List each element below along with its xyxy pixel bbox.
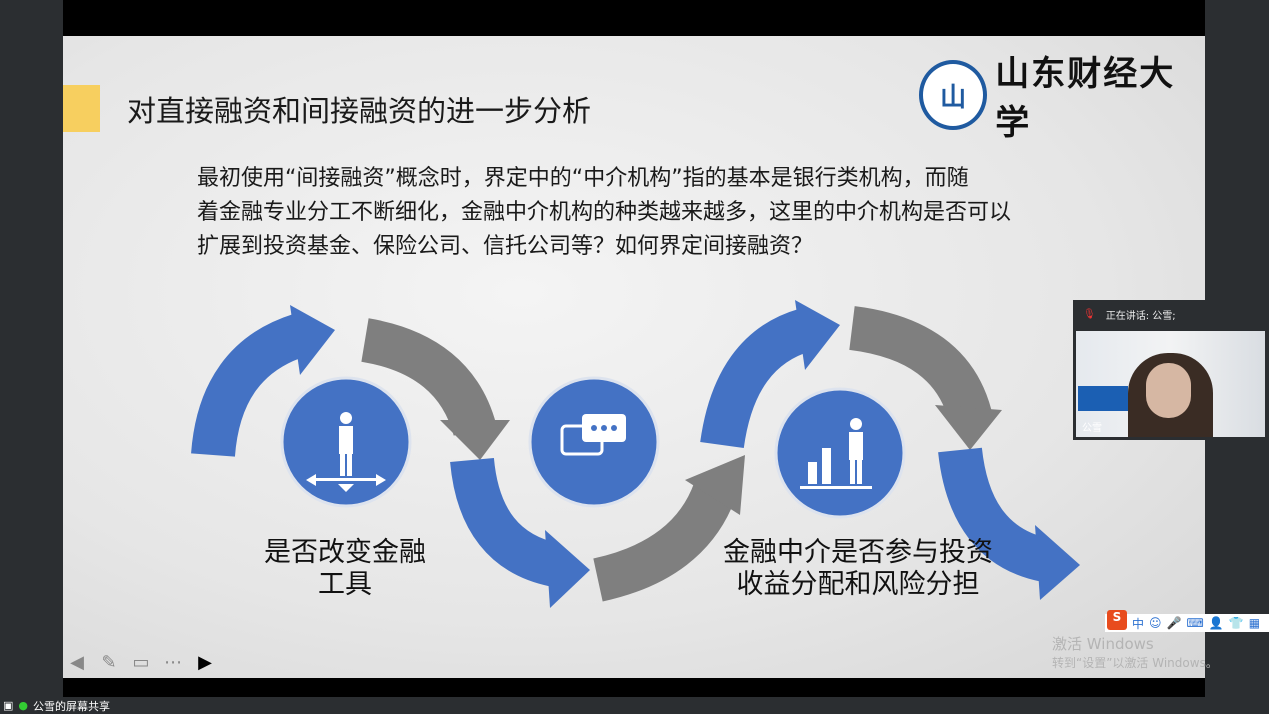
mic-icon: ● [18, 699, 29, 712]
person-growth-chart-icon [800, 418, 872, 489]
video-panel: 🎙 正在讲话: 公雪; 公雪 [1073, 300, 1269, 440]
ime-toolbar: S 中 ☺ 🎤 ⌨ 👤 👕 ▦ [1105, 610, 1269, 632]
cycle-diagram [191, 300, 1080, 608]
gray-arrow-1 [360, 318, 497, 437]
participant-face [1146, 363, 1191, 418]
body-line: 着金融专业分工不断细化，金融中介机构的种类越来越多，这里的中介机构是否可以 [197, 200, 1012, 225]
status-bar: ▣ ● 公雪的屏幕共享 [0, 697, 1269, 714]
label-risk-sharing: 金融中介是否参与投资 收益分配和风险分担 [693, 537, 1023, 601]
label-line: 工具 [318, 569, 372, 600]
blue-arrow-1 [191, 314, 308, 458]
left-panel [0, 0, 63, 697]
slide-title: 对直接融资和间接融资的进一步分析 [127, 94, 592, 128]
watermark-line: 转到“设置”以激活 Windows。 [1052, 656, 1218, 670]
skin-icon[interactable]: 👕 [1228, 616, 1244, 630]
gray-arrowhead-2 [685, 455, 745, 515]
blue-arrow-2 [450, 457, 561, 587]
label-line: 金融中介是否参与投资 [723, 537, 993, 568]
blue-arrowhead-1 [290, 305, 335, 375]
gray-arrowhead-1 [440, 420, 510, 460]
chat-bubbles-icon [560, 414, 626, 456]
blue-arrowhead-4 [1035, 525, 1080, 600]
blue-arrowhead-2 [545, 530, 590, 608]
background-sofa [1078, 386, 1128, 411]
label-change-instrument: 是否改变金融 工具 [245, 537, 445, 601]
next-slide-button[interactable]: ▶ [198, 652, 212, 673]
body-line: 最初使用“间接融资”概念时，界定中的“中介机构”指的基本是银行类机构，而随 [197, 166, 969, 191]
body-line: 扩展到投资基金、保险公司、信托公司等？如何界定间接融资？ [197, 234, 814, 259]
participant-video[interactable]: 公雪 [1076, 331, 1265, 437]
gray-arrowhead-3 [935, 405, 1002, 450]
speaking-indicator: 正在讲话: 公雪; [1105, 310, 1176, 322]
ime-mode-toggle[interactable]: 中 [1132, 616, 1145, 631]
emoji-icon[interactable]: ☺ [1149, 616, 1162, 630]
university-seal-icon: 山 [919, 60, 988, 130]
screen-view-button[interactable]: ▭ [132, 652, 150, 673]
growth-circle [774, 387, 906, 519]
person-crossroads-icon [306, 412, 386, 492]
label-line: 是否改变金融 [264, 537, 426, 568]
university-name: 山东财经大学 [995, 54, 1176, 143]
slide-body: 最初使用“间接融资”概念时，界定中的“中介机构”指的基本是银行类机构，而随 着金… [197, 162, 1097, 264]
screen-share-label: 公雪的屏幕共享 [33, 699, 111, 713]
gray-arrow-2 [592, 481, 736, 602]
screen-share-icon: ▣ [3, 699, 14, 712]
windows-activation-watermark: 激活 Windows 转到“设置”以激活 Windows。 [1052, 634, 1218, 672]
presentation-slide: 对直接融资和间接融资的进一步分析 山 山东财经大学 最初使用“间接融资”概念时，… [63, 36, 1205, 678]
pen-tool-button[interactable]: ✎ [101, 652, 117, 673]
sogou-logo-icon[interactable]: S [1107, 610, 1127, 630]
keyboard-icon[interactable]: ⌨ [1186, 616, 1204, 630]
previous-slide-button[interactable]: ◀ [70, 652, 84, 673]
university-logo: 山 山东财经大学 [919, 46, 1205, 144]
microphone-icon[interactable]: 🎤 [1166, 616, 1182, 630]
participant-name: 公雪 [1082, 423, 1102, 434]
watermark-line: 激活 Windows [1052, 635, 1154, 653]
muted-mic-icon[interactable]: 🎙 [1083, 308, 1096, 320]
user-icon[interactable]: 👤 [1208, 616, 1224, 630]
gray-arrow-3 [848, 306, 992, 422]
more-options-button[interactable]: ⋯ [164, 652, 182, 673]
label-line: 收益分配和风险分担 [736, 569, 980, 600]
title-accent-bar [63, 85, 100, 132]
blue-arrowhead-3 [795, 300, 840, 370]
grid-menu-icon[interactable]: ▦ [1248, 616, 1261, 630]
blue-arrow-4 [938, 447, 1051, 582]
blue-arrow-3 [700, 308, 812, 449]
slideshow-nav: ◀ ✎ ▭ ⋯ ▶ [63, 652, 219, 673]
